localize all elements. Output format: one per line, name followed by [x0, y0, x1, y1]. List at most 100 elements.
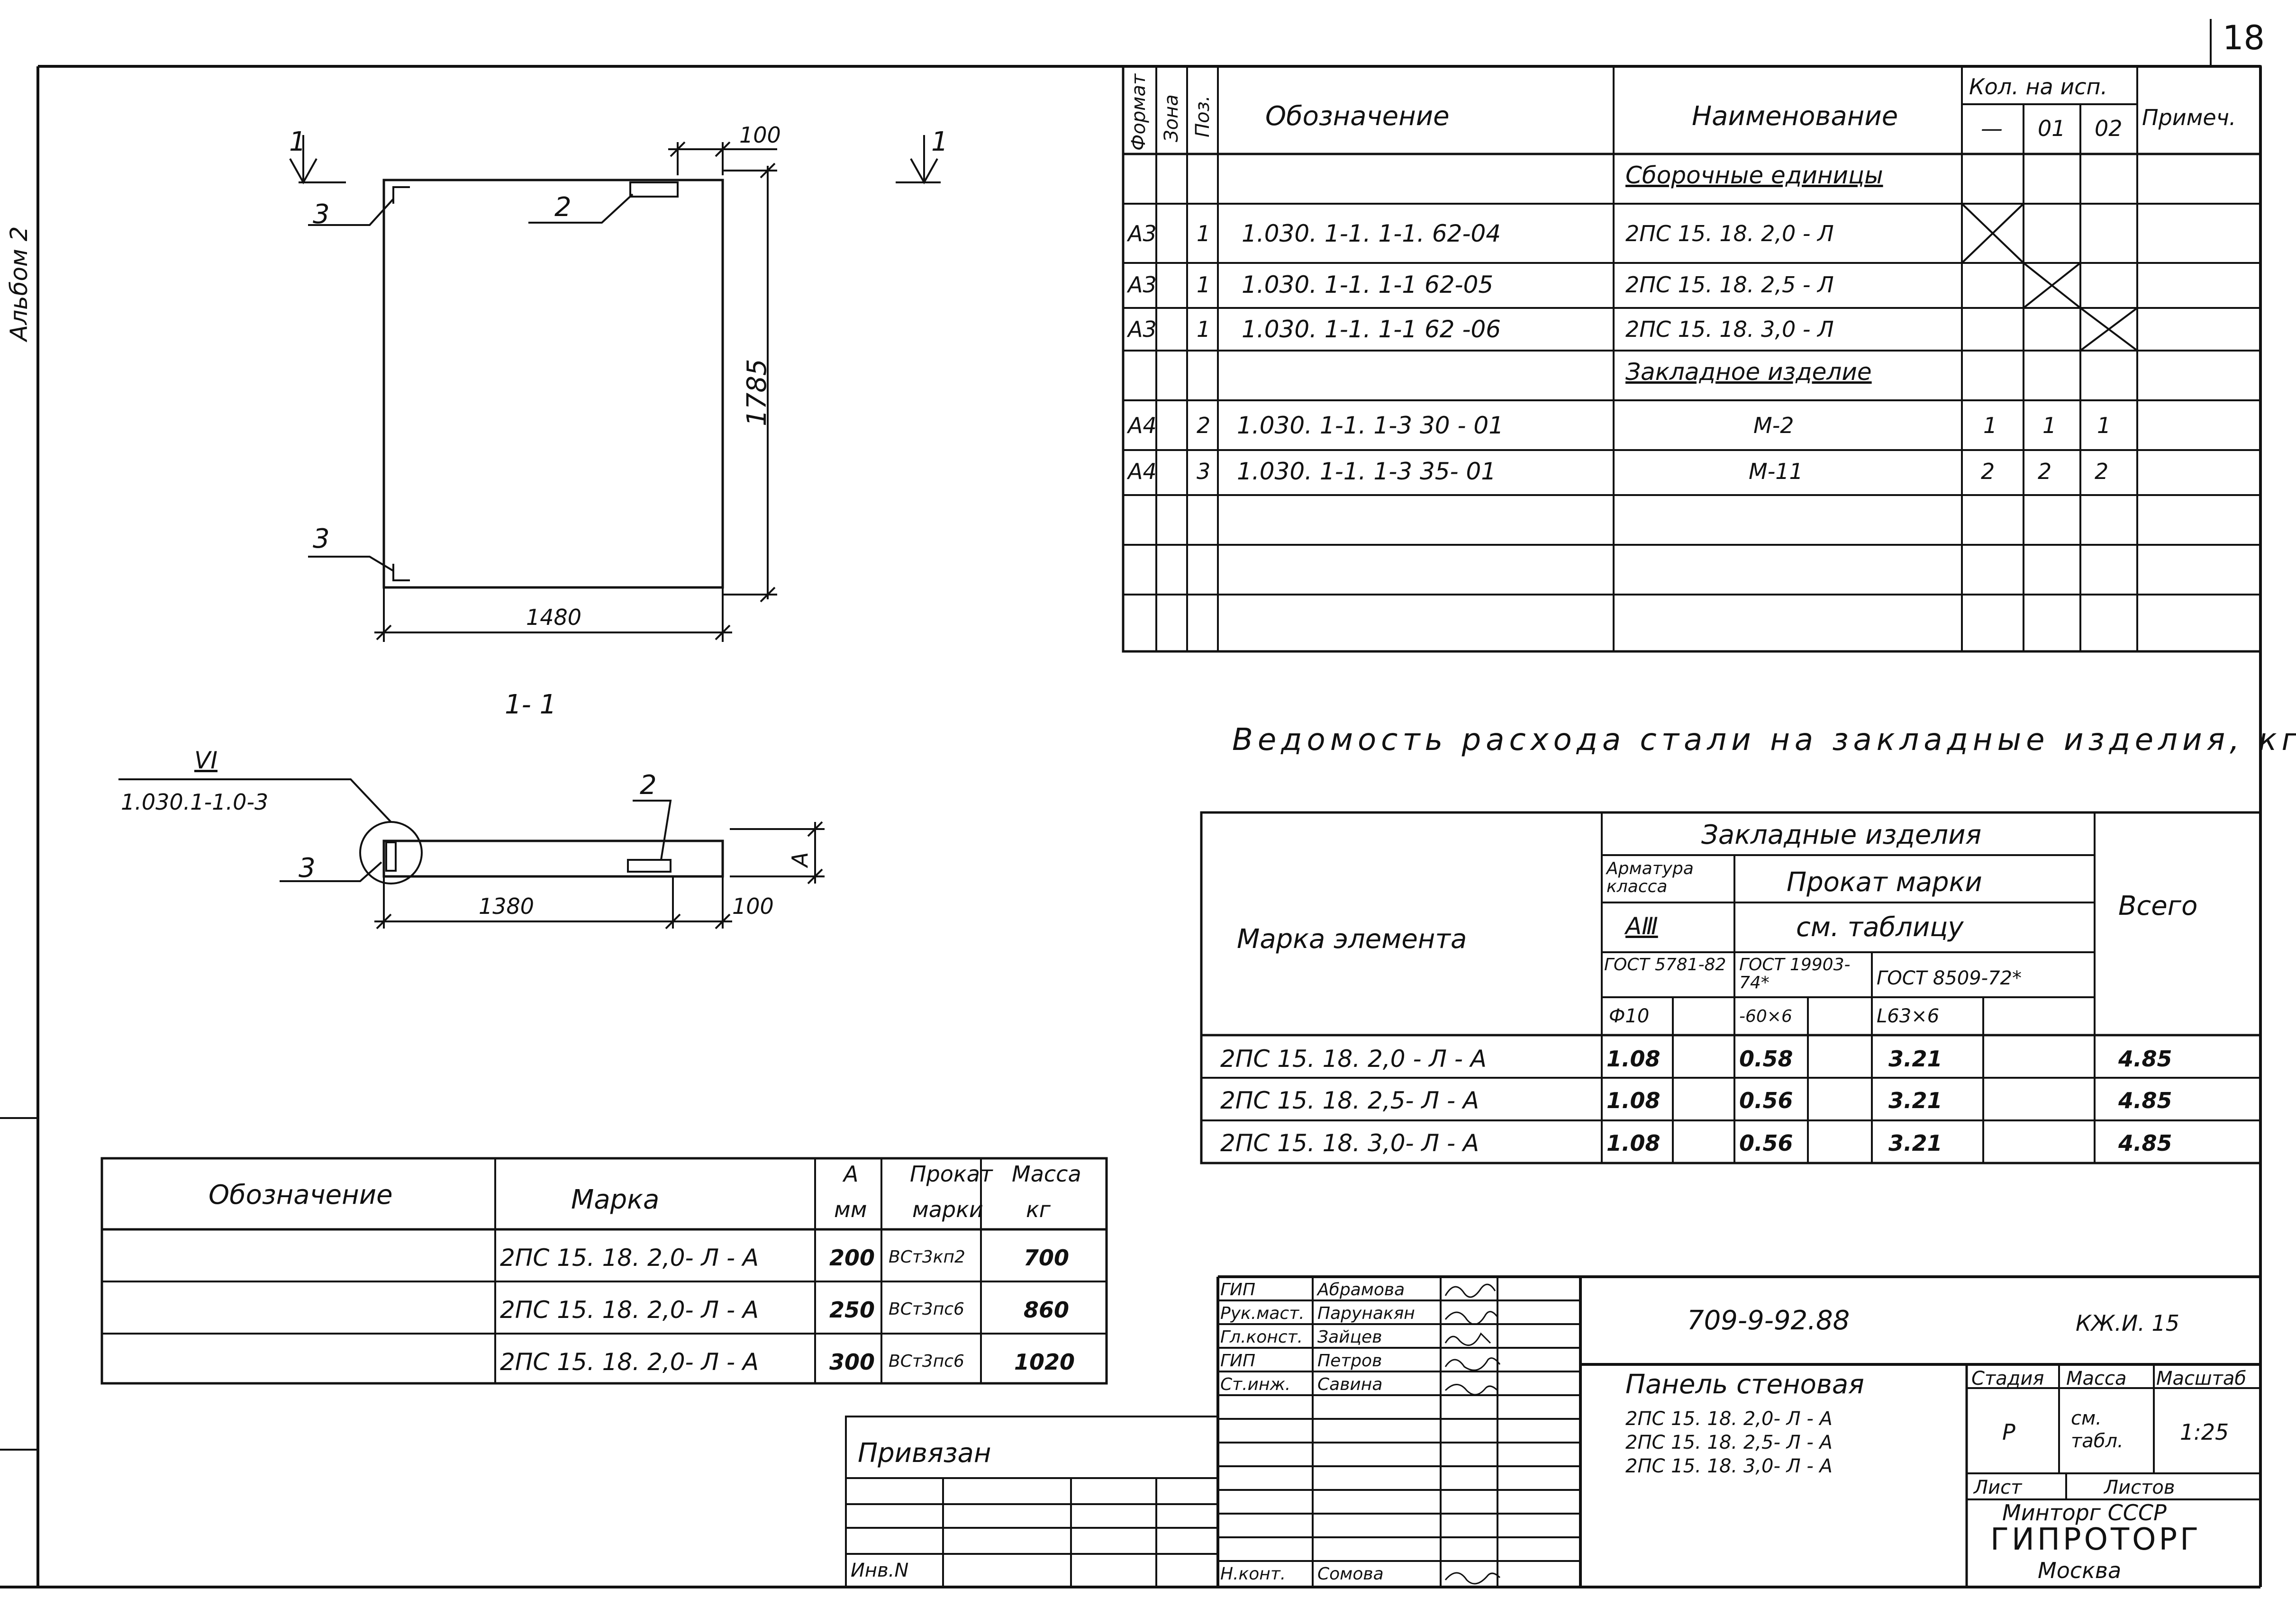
org-ministry: Минторг СССР — [2002, 1500, 2167, 1525]
spec-row-format: А4 — [1128, 459, 1157, 484]
marks-head-designation: Обозначение — [209, 1180, 393, 1210]
spec-row-pos: 3 — [1197, 459, 1211, 484]
spec-row-format: А3 — [1128, 272, 1157, 298]
steel-row-phi10: 1.08 — [1606, 1088, 1661, 1113]
spec-row-q01: 1 — [2042, 413, 2057, 438]
sheet-label: Лист — [1974, 1477, 2022, 1498]
signer-role: Гл.конст. — [1220, 1327, 1303, 1347]
spec-row-designation: 1.030. 1-1. 1-1. 62-04 — [1242, 220, 1501, 247]
section-mark-left: 1 — [289, 126, 306, 157]
spec-head-pos: Поз. — [1192, 95, 1214, 137]
stage-value: Р — [2002, 1419, 2015, 1445]
spec-row-q00: 2 — [1981, 459, 1995, 484]
steel-head-rolled-see: см. таблицу — [1796, 912, 1964, 943]
spec-row-name: Закладное изделие — [1625, 358, 1872, 386]
scale-value: 1:25 — [2180, 1419, 2229, 1445]
steel-statement-title: Ведомость расхода стали на закладные изд… — [1232, 722, 2296, 758]
signer-name: Савина — [1317, 1375, 1383, 1394]
node-doc-ref: 1.030.1-1.0-3 — [121, 789, 269, 815]
title-item: 2ПС 15. 18. 3,0- Л - А — [1625, 1455, 1833, 1477]
org-city: Москва — [2038, 1558, 2122, 1583]
marks-row-mass: 700 — [1024, 1245, 1070, 1271]
spec-row-q02: 1 — [2097, 413, 2111, 438]
callout-3-top: 3 — [313, 199, 330, 230]
marks-row-rolled: ВСт3пс6 — [889, 1299, 964, 1319]
steel-row-phi10: 1.08 — [1606, 1046, 1661, 1072]
steel-row-angle: 3.21 — [1888, 1088, 1942, 1113]
inventory-number-label: Инв.N — [851, 1560, 909, 1581]
dim-100-bottom: 100 — [732, 893, 774, 919]
signer-name: Зайцев — [1317, 1327, 1382, 1347]
spec-head-designation: Обозначение — [1265, 101, 1450, 132]
signer-role: Рук.маст. — [1220, 1304, 1305, 1323]
norm-control-name: Сомова — [1317, 1564, 1384, 1584]
marks-row-rolled: ВСт3кп2 — [889, 1247, 965, 1267]
spec-row-designation: 1.030. 1-1. 1-1 62-05 — [1242, 271, 1494, 298]
steel-head-rebar-gost: ГОСТ 5781-82 — [1604, 955, 1726, 974]
mass-value: см. табл. — [2071, 1407, 2124, 1452]
spec-head-q02: 02 — [2095, 116, 2123, 141]
signer-role: ГИП — [1220, 1280, 1256, 1299]
sheets-label: Листов — [2104, 1477, 2175, 1498]
steel-row-element: 2ПС 15. 18. 3,0- Л - А — [1220, 1129, 1479, 1157]
callout-2-section: 2 — [640, 770, 657, 801]
steel-head-rebar-grade: АⅢ — [1625, 912, 1658, 940]
spec-row-pos: 1 — [1197, 272, 1211, 298]
marks-head-mark: Марка — [571, 1184, 660, 1215]
marks-row-a: 200 — [829, 1245, 875, 1271]
section-mark-right: 1 — [931, 126, 948, 157]
steel-row-angle: 3.21 — [1888, 1046, 1942, 1072]
spec-head-name: Наименование — [1692, 101, 1898, 132]
scale-label: Масштаб — [2156, 1368, 2247, 1389]
spec-row-designation: 1.030. 1-1. 1-3 30 - 01 — [1237, 412, 1504, 439]
steel-row-element: 2ПС 15. 18. 2,0 - Л - А — [1220, 1045, 1487, 1073]
spec-row-format: А3 — [1128, 316, 1157, 342]
marks-row-mass: 1020 — [1014, 1349, 1075, 1375]
spec-row-designation: 1.030. 1-1. 1-3 35- 01 — [1237, 458, 1497, 485]
steel-head-total: Всего — [2118, 891, 2198, 921]
marks-head-a: А — [844, 1161, 859, 1187]
steel-head-gost2: ГОСТ 8509-72* — [1877, 967, 2022, 989]
title-item: 2ПС 15. 18. 2,0- Л - А — [1625, 1408, 1833, 1430]
marks-row-mark: 2ПС 15. 18. 2,0- Л - А — [500, 1296, 759, 1324]
steel-row-phi10: 1.08 — [1606, 1130, 1661, 1156]
spec-head-zone: Зона — [1161, 94, 1182, 142]
sheet-code: КЖ.И. 15 — [2076, 1310, 2180, 1336]
steel-row-angle: 3.21 — [1888, 1130, 1942, 1156]
signer-name: Петров — [1317, 1351, 1382, 1371]
mass-label: Масса — [2066, 1368, 2127, 1389]
title-item: 2ПС 15. 18. 2,5- Л - А — [1625, 1432, 1833, 1453]
document-code: 709-9-92.88 — [1687, 1305, 1850, 1336]
steel-row-sheet: 0.58 — [1739, 1046, 1793, 1072]
spec-row-format: А3 — [1128, 221, 1157, 246]
node-number: VI — [194, 747, 218, 774]
spec-row-name: Сборочные единицы — [1625, 162, 1883, 189]
marks-head-rolled2: марки — [912, 1197, 983, 1222]
page-number: 18 — [2223, 18, 2265, 57]
steel-row-element: 2ПС 15. 18. 2,5- Л - А — [1220, 1087, 1479, 1114]
privyazan-label: Привязан — [858, 1438, 991, 1469]
side-album-label: Альбом 2 — [5, 226, 33, 341]
marks-head-a-unit: мм — [834, 1197, 867, 1222]
dim-a: A — [787, 852, 813, 867]
marks-head-mass: Масса — [1012, 1161, 1081, 1187]
steel-sub-sheet: -60×6 — [1739, 1007, 1792, 1026]
marks-head-mass-unit: кг — [1026, 1197, 1051, 1222]
spec-row-pos: 1 — [1197, 316, 1211, 342]
dim-1480: 1480 — [526, 604, 582, 630]
steel-head-embedded: Закладные изделия — [1701, 820, 1982, 850]
spec-head-format: Формат — [1128, 73, 1150, 151]
section-label: 1- 1 — [505, 689, 557, 720]
marks-row-mass: 860 — [1024, 1297, 1070, 1323]
steel-head-element: Марка элемента — [1237, 924, 1467, 955]
callout-3-section: 3 — [299, 853, 316, 884]
steel-row-sheet: 0.56 — [1739, 1130, 1793, 1156]
spec-row-name: М-11 — [1749, 459, 1803, 484]
spec-row-q00: 1 — [1983, 413, 1997, 438]
spec-row-name: М-2 — [1753, 413, 1794, 438]
marks-row-mark: 2ПС 15. 18. 2,0- Л - А — [500, 1348, 759, 1376]
signatures — [1444, 1283, 1501, 1585]
steel-head-gost1: ГОСТ 19903-74* — [1739, 955, 1851, 992]
spec-row-name: 2ПС 15. 18. 2,5 - Л — [1625, 272, 1834, 298]
steel-sub-phi: Ф10 — [1609, 1005, 1650, 1027]
